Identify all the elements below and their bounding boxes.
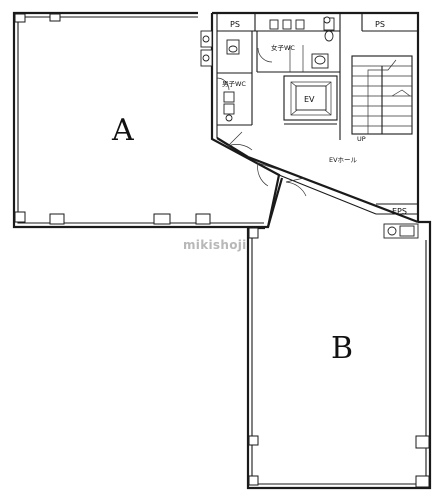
elevator-label: EV [304, 95, 315, 104]
unit-a-label: A [111, 113, 134, 148]
watermark: mikishoji [183, 238, 247, 252]
hall-walls [216, 137, 419, 230]
unit-b-label: B [331, 331, 353, 366]
sanitary-fixtures [223, 16, 335, 122]
ev-hall-label: EVホール [329, 156, 358, 164]
stair-block [351, 55, 413, 135]
core-walls [212, 11, 420, 222]
ps-left-label: PS [230, 20, 240, 29]
door-swings [216, 47, 307, 197]
stair-up-label: UP [357, 135, 366, 143]
unit-b-walls [246, 220, 432, 490]
eps-label: EPS [392, 207, 407, 216]
mens-wc-label: 男子WC [222, 80, 246, 88]
womens-wc-label: 女子WC [271, 43, 295, 52]
ps-right-label: PS [375, 20, 385, 29]
